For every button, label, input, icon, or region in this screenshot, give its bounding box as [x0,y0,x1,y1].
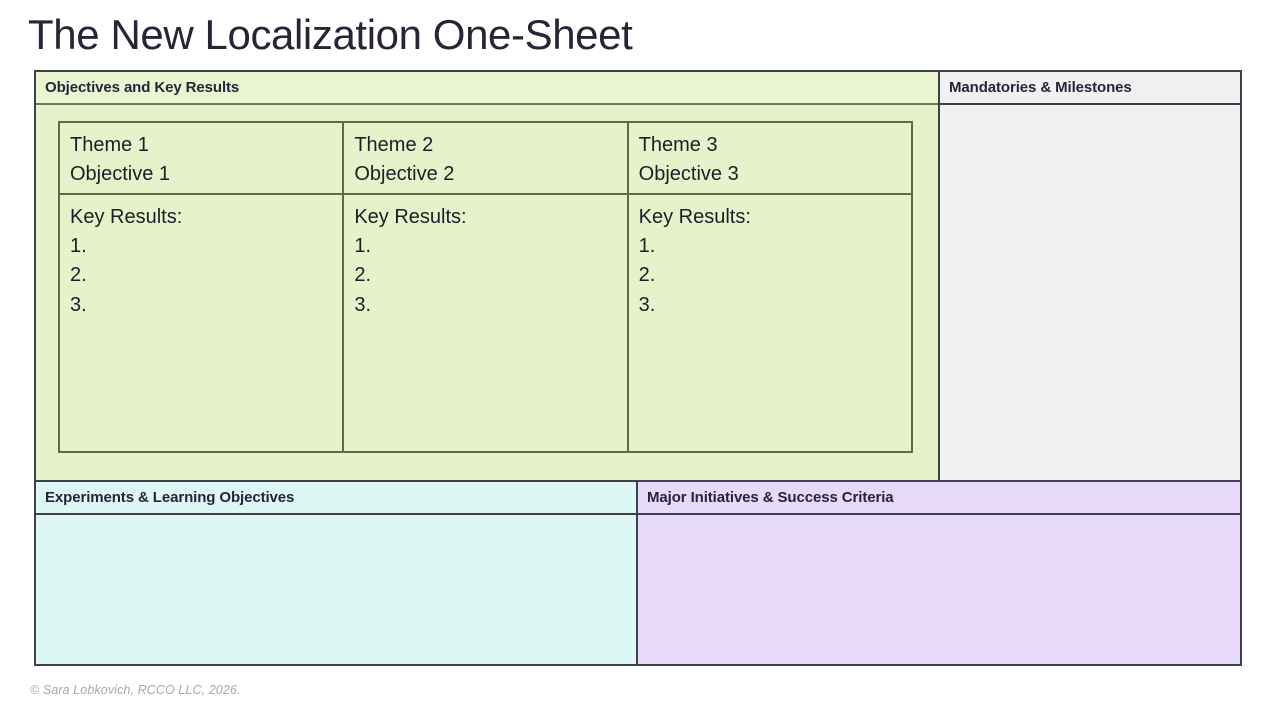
one-sheet-board: Objectives and Key Results Theme 1 Objec… [34,70,1242,666]
key-result-item: 2. [638,264,656,287]
theme-header-2: Theme 2 Objective 2 [344,123,627,195]
key-result-item: 1. [70,235,87,258]
theme-name-3: Theme 3 [638,134,718,156]
objective-name-3: Objective 3 [638,162,739,185]
key-result-item: 3. [354,293,372,316]
key-result-item: 3. [638,293,656,316]
experiments-panel-body[interactable] [36,515,636,664]
key-results-area-2[interactable]: Key Results: 1. 2. 3. [344,195,626,451]
key-result-item: 1. [354,235,372,258]
experiments-panel-header: Experiments & Learning Objectives [36,482,636,515]
theme-name-2: Theme 2 [354,134,434,156]
board-top-row: Objectives and Key Results Theme 1 Objec… [36,72,1240,480]
mandatories-panel-body[interactable] [940,105,1240,480]
objective-name-1: Objective 1 [70,162,171,185]
objective-name-2: Objective 2 [354,162,455,185]
theme-header-1: Theme 1 Objective 1 [60,123,343,195]
key-results-area-1[interactable]: Key Results: 1. 2. 3. [60,195,342,451]
theme-column-3[interactable]: Theme 3 Objective 3 Key Results: 1. 2. 3… [628,123,911,451]
experiments-panel-header-label: Experiments & Learning Objectives [45,489,295,506]
okr-panel-header-label: Objectives and Key Results [45,79,240,96]
board-bottom-row: Experiments & Learning Objectives Major … [36,480,1240,664]
key-results-area-3[interactable]: Key Results: 1. 2. 3. [629,195,911,451]
key-result-item: 1. [638,235,656,258]
initiatives-panel-header: Major Initiatives & Success Criteria [638,482,1240,515]
theme-name-1: Theme 1 [70,134,149,156]
panel-experiments-and-learning-objectives: Experiments & Learning Objectives [36,482,638,664]
theme-column-2[interactable]: Theme 2 Objective 2 Key Results: 1. 2. 3… [344,123,629,451]
theme-column-1[interactable]: Theme 1 Objective 1 Key Results: 1. 2. 3… [60,123,345,451]
theme-header-3: Theme 3 Objective 3 [628,123,911,195]
initiatives-panel-body[interactable] [638,515,1240,664]
panel-mandatories-and-milestones: Mandatories & Milestones [940,72,1240,480]
mandatories-panel-header-label: Mandatories & Milestones [949,79,1132,96]
page-title: The New Localization One-Sheet [28,11,633,58]
panel-objectives-and-key-results: Objectives and Key Results Theme 1 Objec… [36,72,940,480]
mandatories-panel-header: Mandatories & Milestones [940,72,1240,105]
key-results-label-3: Key Results: [638,206,751,228]
okr-panel-body: Theme 1 Objective 1 Key Results: 1. 2. 3… [36,105,938,480]
key-result-item: 2. [354,264,372,287]
initiatives-panel-header-label: Major Initiatives & Success Criteria [647,489,894,506]
footer-copyright: © Sara Lobkovich, RCCO LLC, 2026. [30,683,241,697]
panel-major-initiatives-and-success-criteria: Major Initiatives & Success Criteria [638,482,1240,664]
key-results-label-1: Key Results: [70,206,183,228]
key-result-item: 2. [70,264,87,287]
key-results-label-2: Key Results: [354,206,467,228]
theme-grid: Theme 1 Objective 1 Key Results: 1. 2. 3… [58,121,913,453]
okr-panel-header: Objectives and Key Results [36,72,938,105]
key-result-item: 3. [70,293,87,316]
